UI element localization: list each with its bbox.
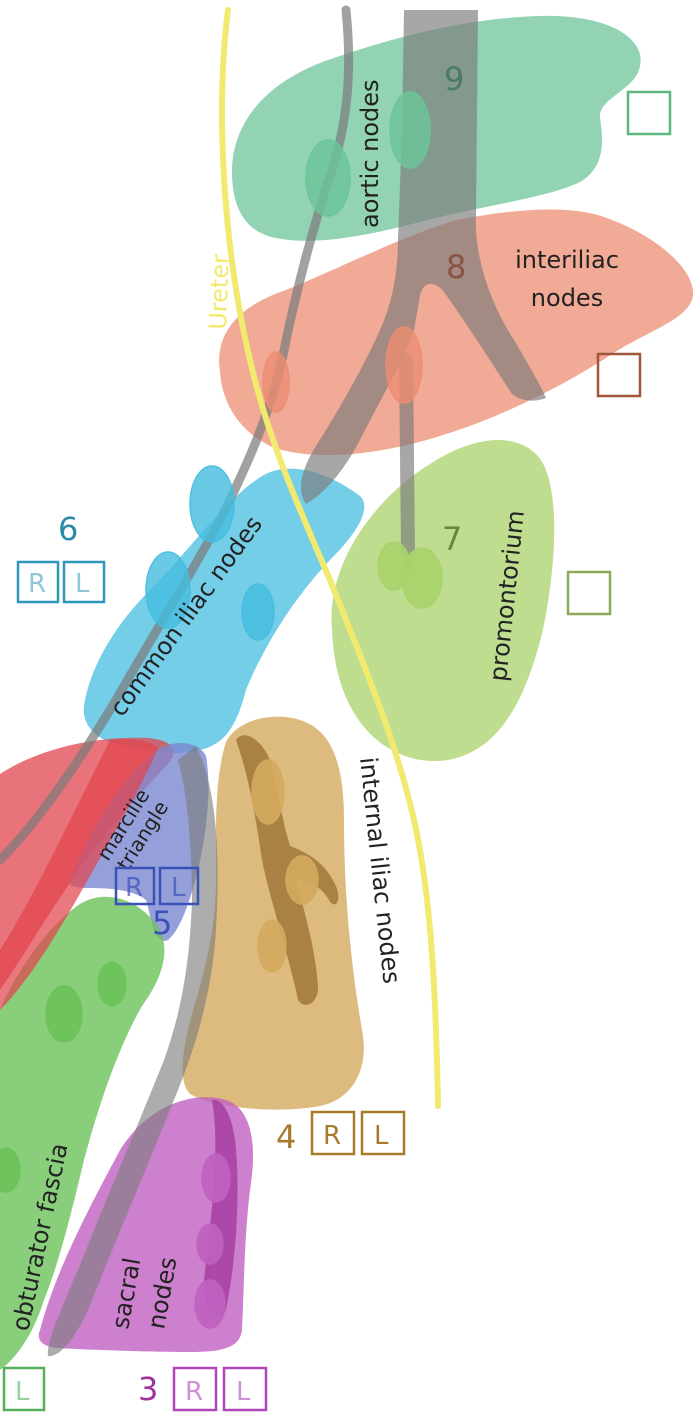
- common-iliac-node: [190, 466, 234, 542]
- aortic-node: [390, 92, 430, 168]
- station-9-number: 9: [444, 60, 464, 98]
- station-3-right-label: R: [185, 1377, 203, 1407]
- aortic-nodes-label: aortic nodes: [356, 79, 384, 228]
- common-iliac-node: [242, 584, 274, 640]
- station-7-checkbox[interactable]: [568, 572, 610, 614]
- station-4-right-label: R: [323, 1121, 341, 1151]
- regions: [0, 16, 693, 1370]
- station-5-left-label: L: [171, 873, 186, 903]
- station-6-boxes: R L: [18, 562, 104, 602]
- station-4-boxes: R L: [312, 1112, 404, 1154]
- station-7-number: 7: [442, 520, 462, 558]
- station-9-checkbox[interactable]: [628, 92, 670, 134]
- station-8-number: 8: [446, 248, 466, 286]
- station-3-boxes: R L: [174, 1368, 266, 1410]
- sacral-node: [197, 1224, 223, 1264]
- station-6-number: 6: [58, 510, 78, 548]
- obturator-left-label: L: [15, 1377, 30, 1407]
- sacral-node: [195, 1280, 225, 1328]
- obturator-node: [98, 962, 126, 1006]
- interiliac-label-line2: nodes: [531, 284, 603, 312]
- internal-iliac-nodes-label: internal iliac nodes: [354, 756, 406, 985]
- station-5-right-label: R: [125, 873, 143, 903]
- station-3-number: 3: [138, 1370, 158, 1408]
- station-8-checkbox[interactable]: [598, 354, 640, 396]
- obturator-boxes: L: [4, 1368, 44, 1410]
- interiliac-label-line1: interiliac: [515, 246, 619, 274]
- promontorium-region: [331, 440, 554, 761]
- station-5-number: 5: [152, 904, 172, 942]
- interiliac-node: [386, 327, 422, 403]
- sacral-node: [202, 1154, 230, 1202]
- promontorium-node: [402, 548, 442, 608]
- station-6-left-label: L: [75, 569, 90, 599]
- station-3-left-label: L: [236, 1377, 251, 1407]
- internal-iliac-node: [286, 856, 318, 904]
- ureter-label: Ureter: [204, 253, 235, 330]
- internal-iliac-node: [252, 760, 284, 824]
- station-4-number: 4: [276, 1118, 296, 1156]
- obturator-node: [46, 986, 82, 1042]
- aortic-node: [306, 140, 350, 216]
- interiliac-node: [263, 352, 289, 412]
- station-4-left-label: L: [374, 1121, 389, 1151]
- internal-iliac-node: [258, 920, 286, 972]
- station-6-right-label: R: [28, 569, 46, 599]
